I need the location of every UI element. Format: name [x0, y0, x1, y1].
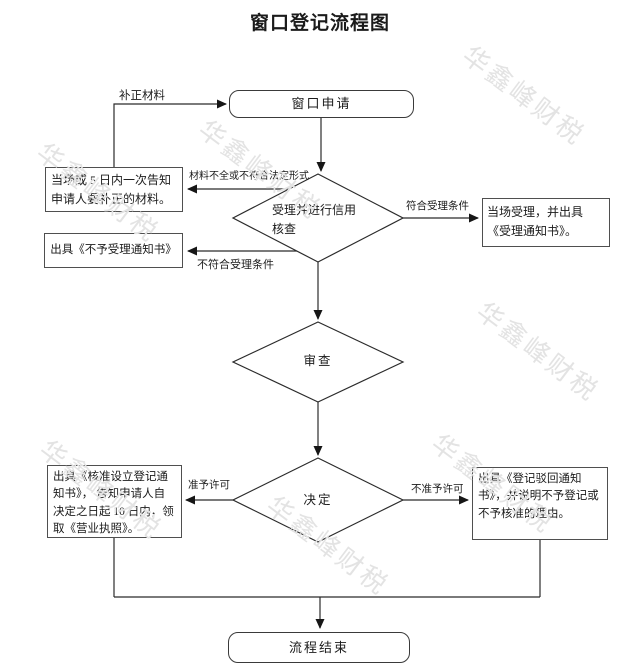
- review-diamond: [231, 321, 405, 403]
- credit-check-diamond: [231, 173, 405, 263]
- decision-label: 决定: [303, 493, 333, 507]
- edge-label-permit-denied: 不准予许可: [411, 484, 464, 495]
- accepted-notice-node: 当场受理，并出具《受理通知书》。: [482, 198, 610, 247]
- decision-diamond: [231, 457, 405, 543]
- rejection-notice-node: 出具《登记驳回通知书》，并说明不予登记或不予核准的理由。: [472, 467, 608, 540]
- supplement-notice-node: 当场或 5 日内一次告知申请人要补正的材料。: [45, 167, 183, 212]
- edge-label-materials-incomplete: 材料不全或不符合法定形式: [189, 171, 309, 182]
- credit-check-label: 受理并进行信用核查: [272, 203, 357, 237]
- end-node: 流程结束: [228, 632, 410, 663]
- edge-label-meets-conditions: 符合受理条件: [406, 201, 469, 212]
- edge-label-supplement-materials: 补正材料: [119, 90, 165, 102]
- edge-supplement-to-start: [113, 99, 227, 167]
- edge-label-permit-granted: 准予许可: [188, 480, 230, 491]
- start-node: 窗口申请: [229, 90, 414, 118]
- not-accepted-notice-node: 出具《不予受理通知书》: [44, 233, 183, 268]
- review-label: 审查: [303, 354, 333, 368]
- approval-notice-node: 出具《核准设立登记通知书》， 告知申请人自决定之日起 10 日内，领取《营业执照…: [47, 465, 182, 538]
- page-title: 窗口登记流程图: [249, 13, 390, 34]
- edge-label-not-meets-conditions: 不符合受理条件: [197, 259, 274, 271]
